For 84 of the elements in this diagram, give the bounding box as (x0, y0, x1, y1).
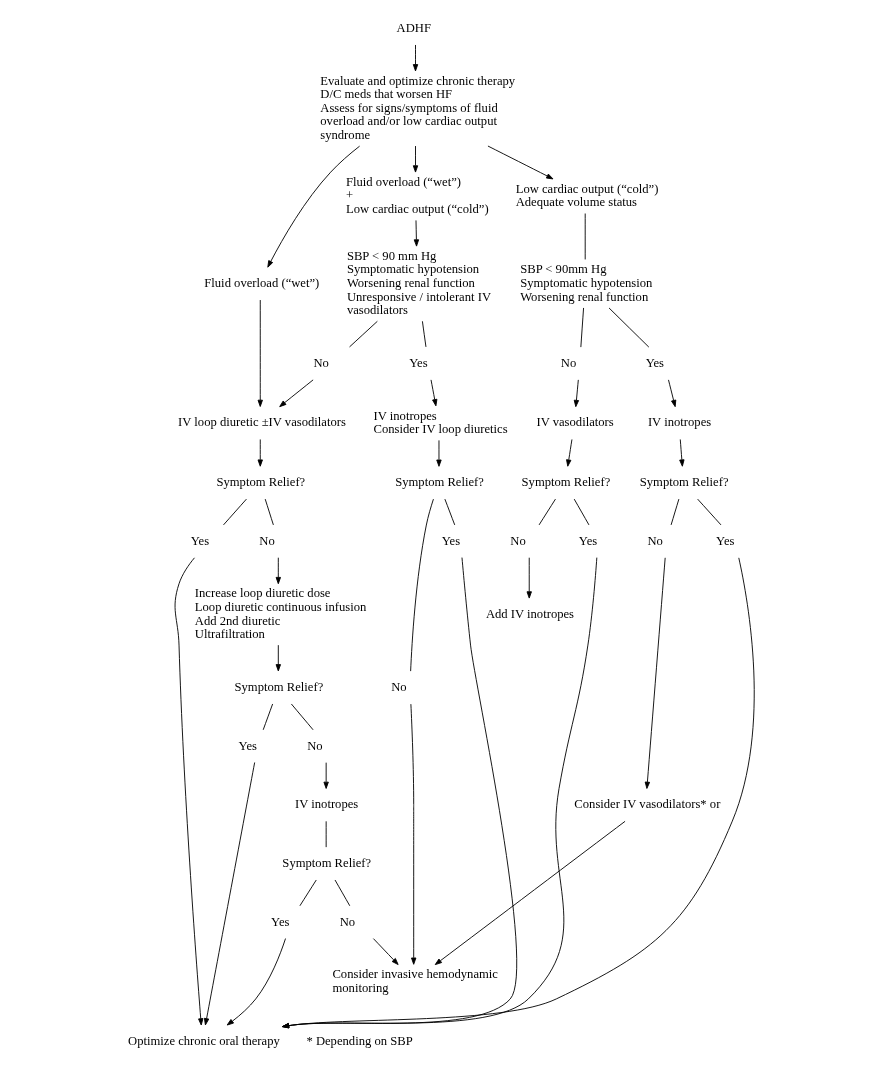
node-text: Optimize chronic oral therapy (127, 1033, 280, 1048)
connector (608, 307, 649, 348)
node-text: Yes (238, 738, 257, 753)
arrow (409, 703, 416, 965)
arrow (434, 820, 626, 966)
connector (538, 498, 556, 526)
arrow (266, 145, 360, 268)
connector (290, 703, 314, 731)
node-text: No (390, 679, 407, 694)
arrow (644, 557, 666, 789)
node-text: Low cardiac output (“cold”) Adequate volume status (515, 181, 658, 210)
node-text: ADHF (396, 20, 431, 35)
arrow (412, 44, 418, 72)
node-text: Consider IV vasodilators* or (573, 797, 720, 812)
arrow (174, 557, 203, 1026)
arrow (487, 145, 553, 180)
arrow (257, 299, 263, 407)
connector (264, 498, 274, 526)
node-text: Yes (441, 533, 460, 548)
connector (696, 498, 721, 526)
arrow (412, 145, 418, 173)
connector (348, 320, 378, 348)
node-text: No (646, 533, 663, 548)
node-text: Evaluate and optimize chronic therapy D/C meds that worsen HF Assess for signs/symptoms of fluid overload and/or low cardiac output syndrome (319, 73, 515, 142)
arrow (573, 379, 579, 408)
connector (670, 498, 679, 526)
node-text: Add IV inotropes (485, 606, 574, 621)
arrow (281, 557, 597, 1029)
node-text: Fluid overload (“wet”) + Low cardiac output (“cold”) (345, 174, 489, 216)
node-text: SBP < 90mm Hg Symptomatic hypotension Worsening renal function (519, 262, 652, 304)
node-text: Fluid overload (“wet”) (203, 275, 319, 290)
node-text: Symptom Relief? (521, 474, 610, 489)
node-text: IV inotropes Consider IV loop diuretics (373, 408, 508, 437)
arrow (678, 439, 685, 467)
node-text: Symptom Relief? (215, 474, 305, 489)
connector (298, 879, 317, 907)
node-text: Yes (190, 533, 209, 548)
node-text: SBP < 90 mm Hg Symptomatic hypotension Worsening renal function Unresponsive / intolerant IV vasodilators (346, 248, 491, 318)
node-text: Symptom Relief? (234, 679, 323, 694)
node-text: No (509, 533, 526, 548)
arrow (281, 557, 517, 1029)
arrow (257, 439, 263, 467)
connector (579, 307, 584, 348)
connector (334, 879, 350, 907)
node-text: No (339, 914, 355, 929)
node-text: No (258, 533, 275, 548)
node-text: Symptom Relief? (394, 474, 484, 489)
label: * Depending on SBP (305, 1033, 413, 1048)
arrow (526, 557, 532, 599)
connector (421, 320, 426, 348)
node-text: IV loop diuretic ±IV vasodilators (177, 415, 346, 430)
arrow (323, 762, 329, 789)
arrow (372, 938, 399, 965)
connector (443, 498, 455, 526)
node-text: Symptom Relief? (639, 474, 729, 489)
connector (573, 498, 589, 526)
node-text: IV vasodilators (535, 415, 614, 430)
node-text: No (560, 355, 576, 370)
node-text: Consider invasive hemodynamic monitoring (331, 967, 498, 995)
arrow (413, 219, 419, 247)
node-text: No (306, 738, 323, 753)
arrow (435, 439, 442, 467)
arrow (275, 557, 281, 585)
node-text: Symptom Relief? (281, 855, 371, 870)
node-text: No (313, 355, 329, 370)
connector (262, 703, 273, 731)
arrow (565, 439, 572, 467)
arrow (203, 762, 255, 1026)
node-text: Yes (715, 533, 734, 548)
arrow (275, 644, 281, 672)
node-text: Yes (270, 914, 289, 929)
arrow (226, 938, 286, 1026)
node-text: IV inotropes (294, 797, 358, 812)
node-text: IV inotropes (647, 415, 711, 430)
node-text: Yes (578, 533, 597, 548)
connector (222, 498, 247, 526)
arrow (667, 379, 676, 408)
node-text: Increase loop diuretic dose Loop diuretic continuous infusion Add 2nd diuretic Ultrafiltration (194, 586, 366, 642)
arrow (281, 557, 755, 1029)
connector (409, 498, 434, 672)
arrow (430, 379, 437, 407)
arrow (278, 379, 314, 408)
node-text: Yes (408, 355, 428, 370)
node-text: Yes (645, 355, 664, 370)
